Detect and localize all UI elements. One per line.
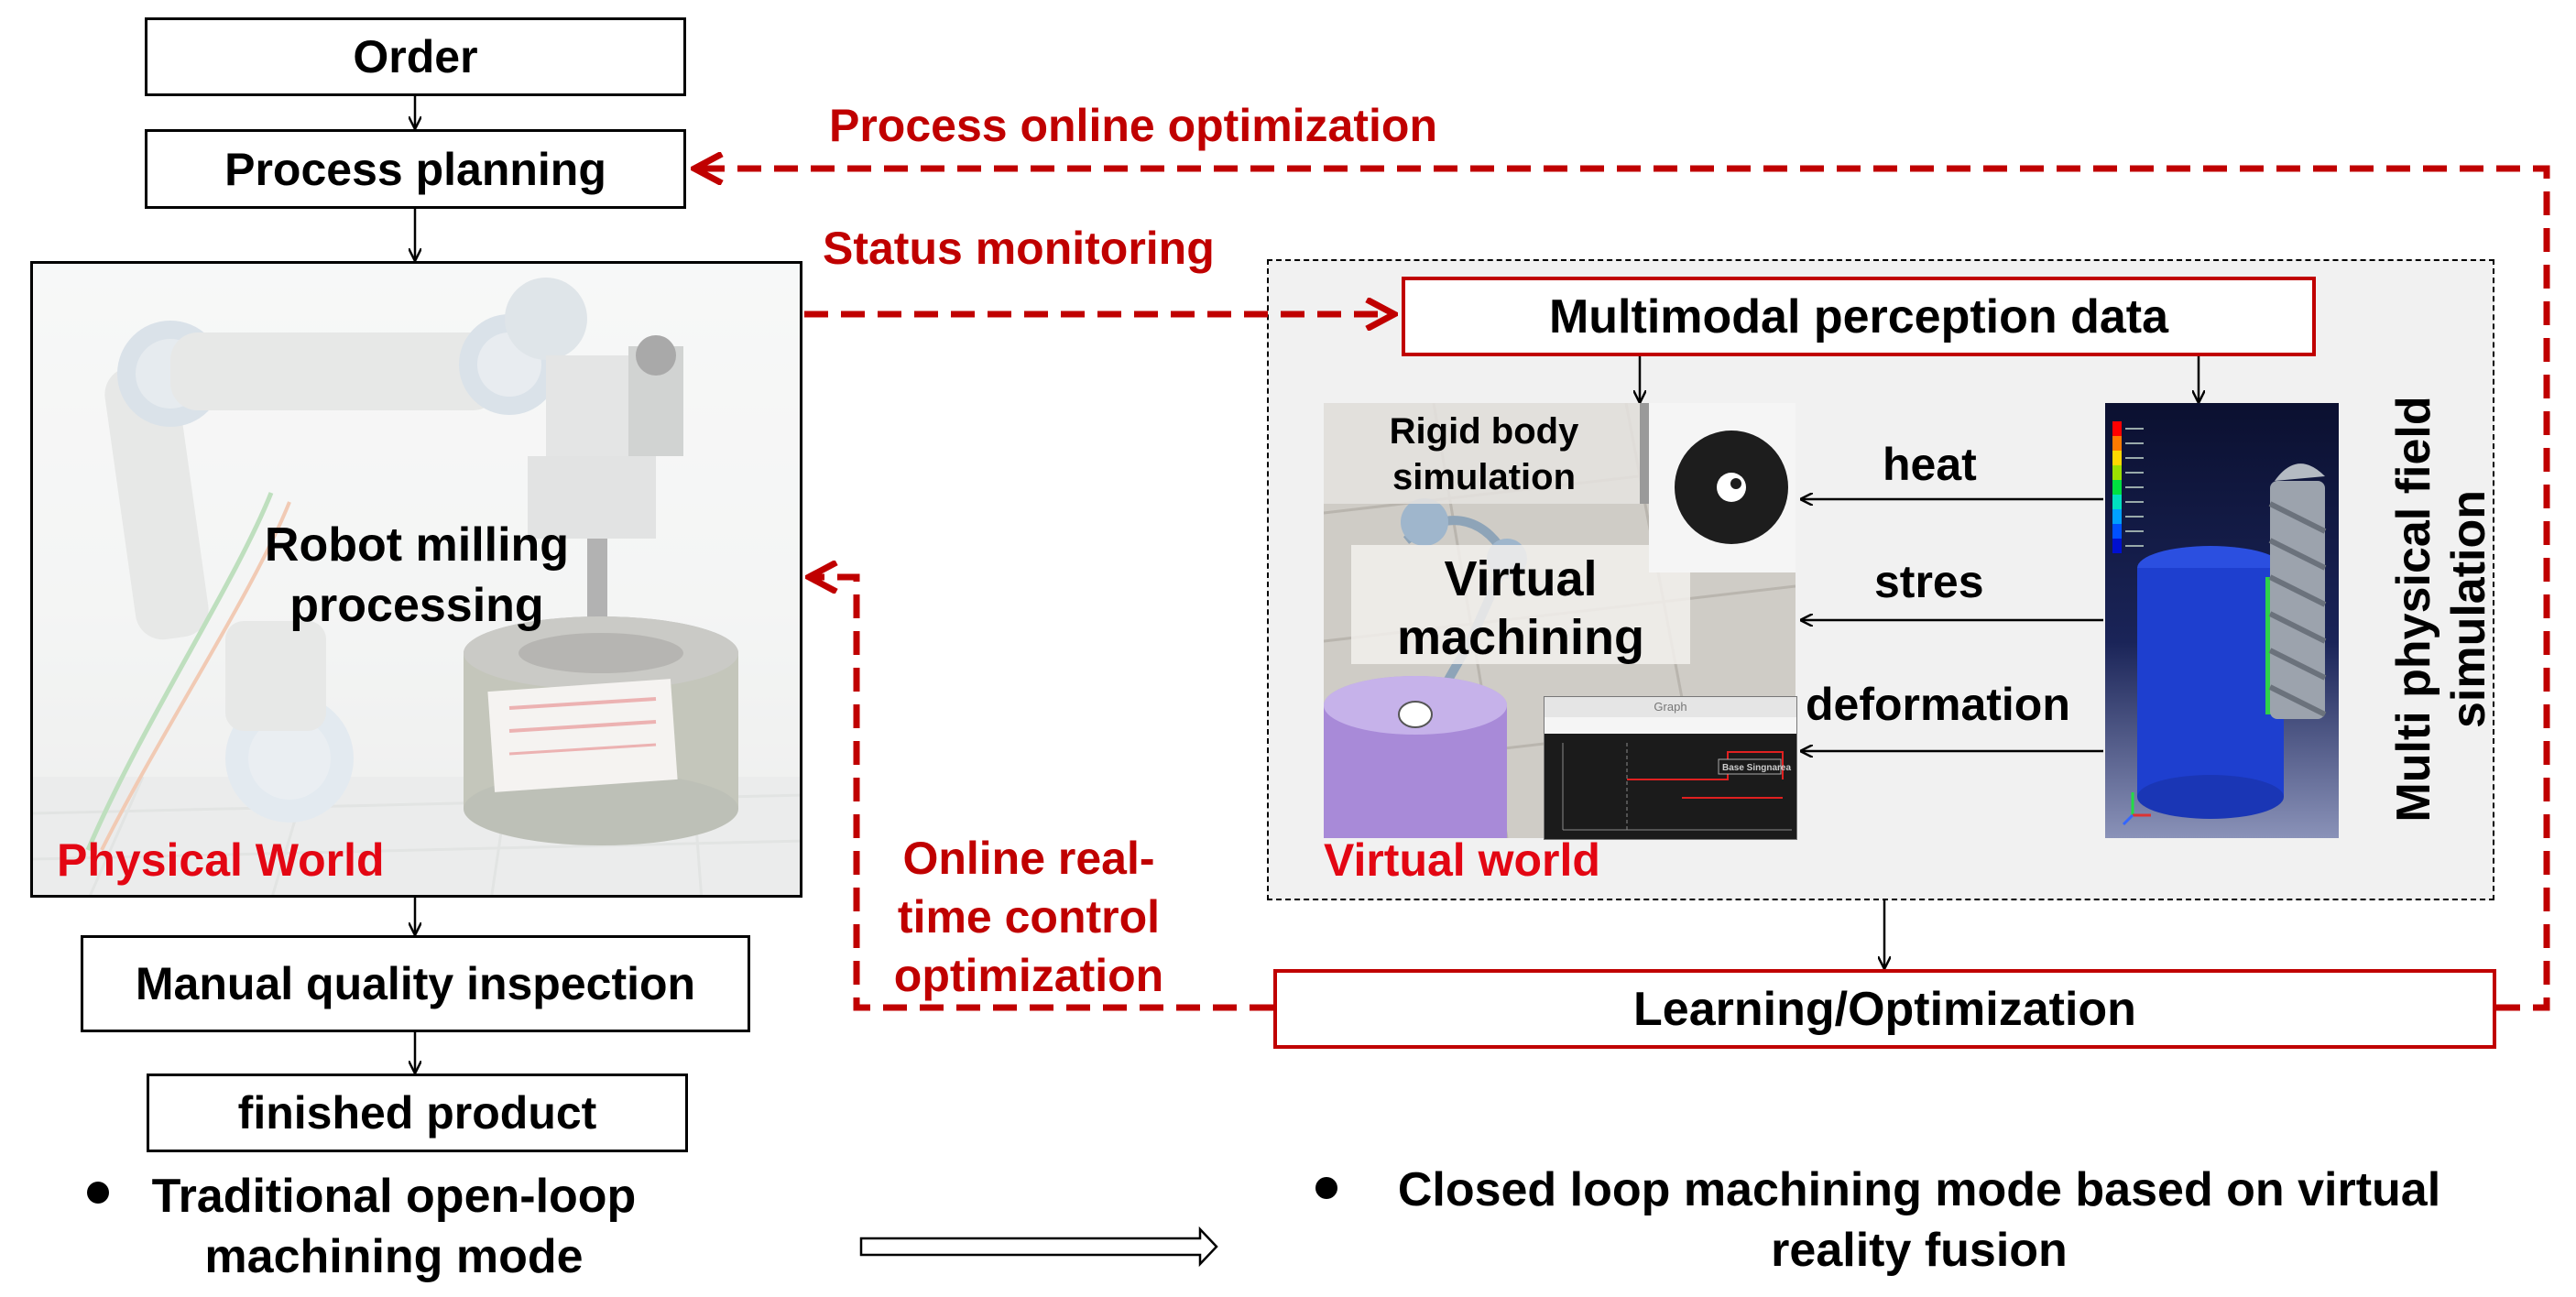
process-planning-box: Process planning xyxy=(145,129,686,209)
rigid-body-label: Rigid body simulation xyxy=(1389,411,1579,497)
process-online-optimization-label: Process online optimization xyxy=(829,100,1437,151)
robot-milling-label: Robot milling processing xyxy=(264,518,570,632)
robot-arm-illustration xyxy=(33,264,800,895)
status-monitoring-label: Status monitoring xyxy=(823,223,1215,274)
process-planning-label: Process planning xyxy=(224,143,606,195)
learning-optimization-label: Learning/Optimization xyxy=(1633,982,2136,1036)
order-label: Order xyxy=(353,31,478,82)
graph-title-bar: Graph xyxy=(1545,697,1796,717)
fem-simulation-image xyxy=(2105,403,2339,838)
manual-inspection-box: Manual quality inspection xyxy=(81,935,750,1032)
physical-world-panel xyxy=(30,261,802,898)
heat-map-image xyxy=(1649,403,1796,572)
arrow-process-online-optimization xyxy=(696,169,2550,1011)
virtual-machining-scene xyxy=(1324,403,1796,838)
multimodal-data-label: Multimodal perception data xyxy=(1548,289,2169,343)
arrow-online-realtime-control xyxy=(811,577,1273,1011)
finished-product-label: finished product xyxy=(237,1087,597,1139)
milling-tool-icon xyxy=(2268,463,2327,719)
traditional-caption: Traditional open-loop machining mode xyxy=(151,1170,637,1283)
closed-loop-caption: Closed loop machining mode based on virt… xyxy=(1397,1163,2441,1277)
physical-world-label: Physical World xyxy=(57,834,385,886)
learning-optimization-box: Learning/Optimization xyxy=(1273,969,2496,1049)
virtual-machining-image xyxy=(1324,403,1796,838)
multimodal-data-box: Multimodal perception data xyxy=(1402,277,2316,356)
closed-loop-bullet xyxy=(1315,1177,1337,1199)
traditional-bullet xyxy=(87,1182,109,1204)
online-realtime-control-label: Online real-time control optimization xyxy=(893,833,1164,1001)
graph-window: Graph Base Singnarea xyxy=(1544,696,1797,840)
graph-plot: Base Singnarea xyxy=(1562,743,1792,831)
fem-legend-icon xyxy=(2112,421,2144,553)
order-box: Order xyxy=(145,17,686,96)
deformation-label: deformation xyxy=(1806,679,2070,730)
finished-product-box: finished product xyxy=(147,1074,688,1152)
graph-legend-text: Base Singnarea xyxy=(1722,763,1791,773)
heat-label: heat xyxy=(1883,439,1977,490)
stres-label: stres xyxy=(1874,556,1984,607)
virtual-machining-label: Virtual machining xyxy=(1396,551,1645,665)
virtual-world-label: Virtual world xyxy=(1324,834,1600,886)
transition-arrow-icon xyxy=(859,1226,1218,1268)
manual-inspection-label: Manual quality inspection xyxy=(135,958,696,1009)
